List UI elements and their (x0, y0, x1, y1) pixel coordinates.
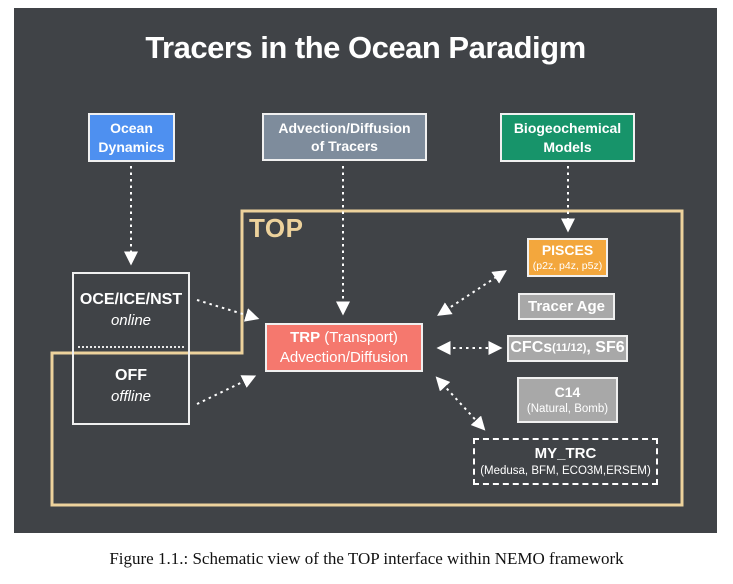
diagram-title: Tracers in the Ocean Paradigm (145, 30, 586, 65)
top-region-label: TOP (249, 213, 304, 243)
figure-caption: Figure 1.1.: Schematic view of the TOP i… (109, 549, 624, 568)
oce-off-separator (78, 346, 184, 348)
pisces-subtitle: (p2z, p4z, p5z) (532, 260, 603, 273)
top-region-border (50, 209, 684, 507)
pisces-title: PISCES (541, 242, 594, 259)
off-section: OFF offline (74, 348, 188, 423)
oce-section: OCE/ICE/NST online (74, 274, 188, 346)
c14-title: C14 (554, 383, 581, 400)
ocean-dynamics-label-line1: Ocean (110, 120, 153, 137)
advection-label-line1: Advection/Diffusion (278, 119, 411, 136)
biogeo-label-line1: Biogeochemical (513, 120, 622, 137)
biogeo-label-line2: Models (543, 138, 592, 155)
tracer-age-label: Tracer Age (528, 297, 605, 315)
cfc-sf6-box: CFCs (11/12) , SF6 (507, 335, 628, 362)
c14-subtitle: (Natural, Bomb) (526, 403, 609, 416)
cfc-label-suffix: , SF6 (586, 339, 625, 357)
advection-label-line2: of Tracers (311, 138, 378, 154)
oce-subtitle: online (110, 312, 152, 329)
trp-label-line1: TRP (Transport) (290, 329, 398, 346)
oce-off-box: OCE/ICE/NST online OFF offline (72, 272, 190, 425)
arrow-off-to-trp (196, 375, 257, 405)
c14-box: C14 (Natural, Bomb) (517, 377, 618, 423)
arrow-trp-pisces (437, 270, 507, 316)
ocean-dynamics-label-line2: Dynamics (98, 138, 165, 155)
my-trc-subtitle: (Medusa, BFM, ECO3M,ERSEM) (480, 465, 651, 478)
off-title: OFF (115, 366, 147, 384)
trp-label-line2: Advection/Diffusion (279, 348, 409, 366)
off-subtitle: offline (110, 387, 152, 405)
pisces-box: PISCES (p2z, p4z, p5z) (527, 238, 608, 277)
ocean-dynamics-box: Ocean Dynamics (88, 113, 175, 162)
tracer-age-box: Tracer Age (518, 293, 615, 320)
cfc-label-sub: (11/12) (552, 342, 587, 355)
biogeochemical-models-box: Biogeochemical Models (500, 113, 635, 162)
cfc-label-prefix: CFCs (510, 339, 553, 357)
my-trc-title: MY_TRC (534, 444, 597, 462)
trp-transport-box: TRP (Transport) Advection/Diffusion (265, 323, 423, 372)
oce-title: OCE/ICE/NST (79, 291, 183, 308)
advection-diffusion-box: Advection/Diffusion of Tracers (262, 113, 427, 161)
arrow-oce-to-trp (196, 299, 260, 322)
my-trc-box: MY_TRC (Medusa, BFM, ECO3M,ERSEM) (473, 438, 658, 485)
arrow-trp-mytrc (435, 376, 486, 431)
